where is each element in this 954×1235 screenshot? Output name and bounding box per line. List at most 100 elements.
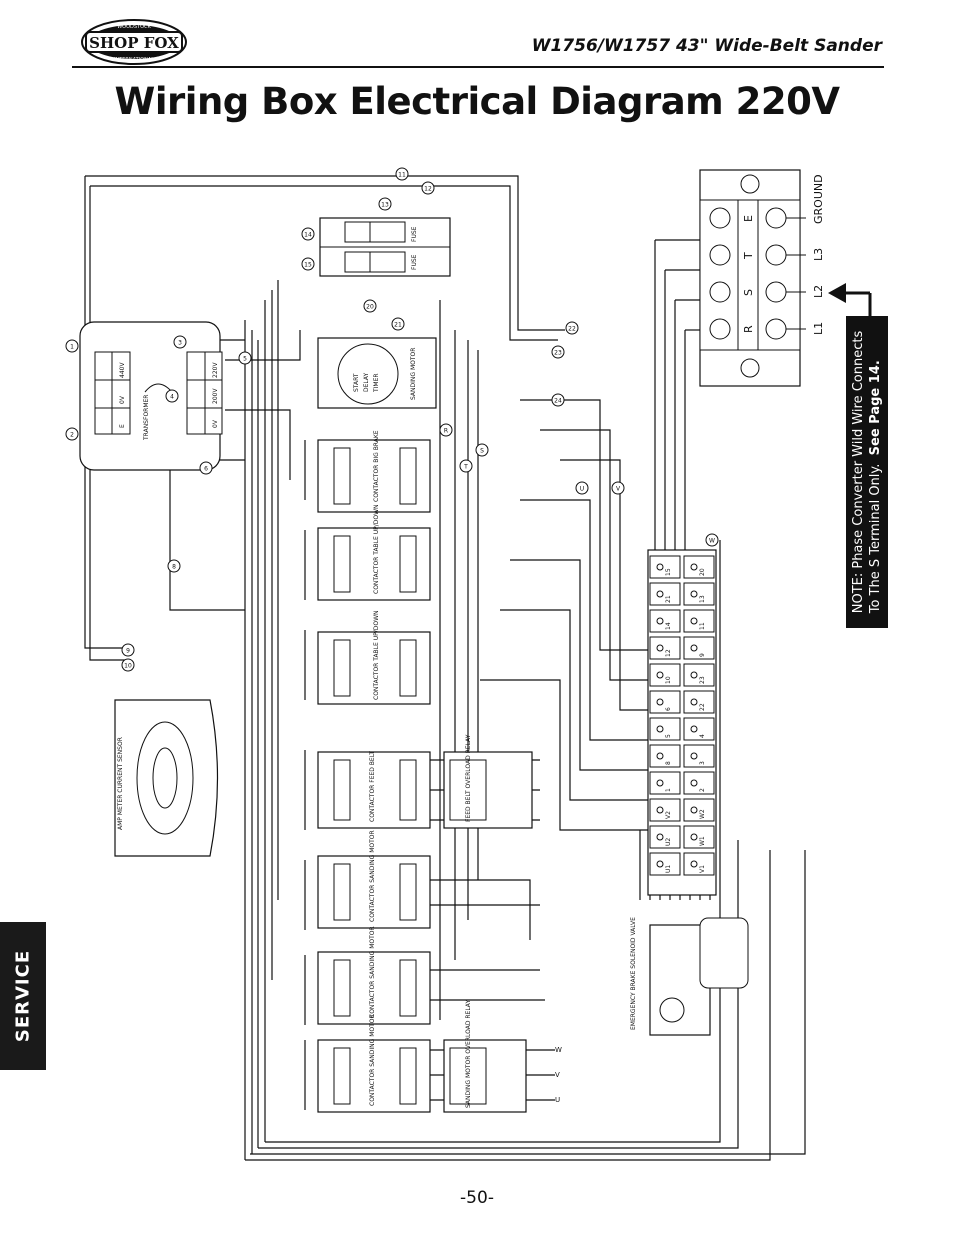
strip-cell	[649, 636, 681, 660]
strip-terminal-label: 22	[699, 703, 706, 711]
strip-cell	[649, 555, 681, 579]
wire-tag-circle	[167, 559, 181, 573]
wire-tag-circle	[391, 317, 405, 331]
strip-screw-icon	[656, 671, 664, 679]
service-tab: SERVICE	[0, 922, 46, 1070]
power-terminal-block	[699, 169, 801, 387]
strip-screw-icon	[656, 779, 664, 787]
strip-screw-icon	[656, 563, 664, 571]
wire-tag-label: S	[480, 448, 484, 455]
wire-tag-label: V	[616, 486, 621, 493]
contactor-label-6: CONTACTOR SANDING MOTOR	[369, 926, 376, 1018]
strip-terminal-label: W1	[699, 836, 706, 846]
strip-screw-icon	[690, 806, 698, 814]
power-screw-right-icon	[765, 207, 787, 229]
wire-tag-circle	[121, 643, 135, 657]
strip-cell	[683, 663, 715, 687]
motor-terminal-w: W	[555, 1046, 562, 1054]
wire-tag-label: 3	[178, 340, 182, 347]
wire-tag-circle	[199, 461, 213, 475]
contactor-sanding-motor-2: CONTACTOR SANDING MOTOR	[317, 926, 431, 1025]
strip-screw-icon	[690, 779, 698, 787]
wire-tag-label: 9	[126, 648, 130, 655]
model-title: W1756/W1757 43" Wide-Belt Sander	[531, 36, 882, 56]
wire-tag-label: 24	[554, 398, 562, 405]
strip-cell	[683, 852, 715, 876]
power-terminal-letter: R	[742, 325, 755, 333]
strip-terminal-label: 10	[665, 676, 672, 684]
wire-tag-circle	[363, 299, 377, 313]
fuse-block: FUSE FUSE	[319, 217, 451, 277]
contactor-label-5: CONTACTOR SANDING MOTOR	[369, 830, 376, 922]
strip-cell	[683, 798, 715, 822]
wire-tag-circle	[611, 481, 625, 495]
feed-belt-overload-relay: FEED BELT OVERLOAD RELAY	[443, 734, 533, 829]
contactor-label-1: CONTACTOR BIG BRAKE	[373, 430, 380, 502]
delay-timer: START DELAY TIMER SANDING MOTOR	[317, 337, 437, 409]
strip-screw-icon	[690, 860, 698, 868]
strip-cell	[683, 555, 715, 579]
shop-fox-logo: SHOP FOX WOODSTOCK INTERNATIONAL	[81, 19, 187, 65]
power-screw-right-icon	[765, 281, 787, 303]
overload-label-1: FEED BELT OVERLOAD RELAY	[465, 734, 472, 822]
overload-label-2: SANDING MOTOR OVERLOAD RELAY	[465, 1000, 472, 1108]
solenoid-label: EMERGENCY BRAKE SOLENOID VALVE	[630, 917, 637, 1030]
strip-screw-icon	[656, 806, 664, 814]
strip-terminal-label: V1	[699, 865, 706, 873]
strip-cell	[683, 609, 715, 633]
sanding-motor-overload-relay: SANDING MOTOR OVERLOAD RELAY	[443, 1000, 527, 1113]
wire-tag-circle	[475, 443, 489, 457]
power-terminal-letter: S	[742, 289, 755, 296]
contactor-label-3: CONTACTOR TABLE UP/DOWN	[373, 610, 380, 700]
fuse-label-2: FUSE	[411, 254, 418, 270]
wire-tag-label: W	[709, 538, 715, 545]
wire-tag-label: 10	[124, 663, 132, 670]
strip-screw-icon	[690, 563, 698, 571]
strip-terminal-label: 12	[665, 649, 672, 657]
strip-terminal-label: 1	[665, 788, 672, 792]
strip-screw-icon	[690, 590, 698, 598]
phase-converter-note: NOTE: Phase Converter Wild Wire Connects…	[846, 316, 888, 628]
strip-terminal-label: 23	[699, 676, 706, 684]
motor-terminal-v: V	[555, 1071, 560, 1079]
strip-terminal-label: 20	[699, 568, 706, 576]
strip-terminal-label: U2	[665, 838, 672, 846]
wire-tag-label: 12	[424, 186, 432, 193]
strip-terminal-label: 6	[665, 707, 672, 711]
strip-terminal-label: 5	[665, 734, 672, 738]
fuse-label-1: FUSE	[411, 226, 418, 242]
wire-tag-label: 2	[70, 432, 74, 439]
timer-timer: TIMER	[373, 373, 380, 393]
strip-cell	[649, 771, 681, 795]
strip-cell	[649, 852, 681, 876]
timer-start: START	[353, 373, 360, 392]
wire-tag-label: 15	[304, 262, 312, 269]
transformer-440v: 440V	[119, 362, 126, 378]
strip-cell	[683, 717, 715, 741]
strip-terminal-label: W2	[699, 809, 706, 819]
strip-terminal-label: 9	[699, 653, 706, 657]
contactor-sanding-motor-3: CONTACTOR SANDING MOTOR	[317, 1014, 431, 1113]
contactor-label-4: CONTACTOR FEED BELT	[369, 751, 376, 822]
strip-cell	[649, 825, 681, 849]
wire-tag-circle	[301, 227, 315, 241]
wire-tag-circle	[439, 423, 453, 437]
strip-screw-icon	[690, 698, 698, 706]
service-tab-label: SERVICE	[12, 949, 34, 1043]
transformer-label: TRANSFORMER	[143, 395, 150, 441]
strip-screw-icon	[690, 725, 698, 733]
strip-screw-icon	[690, 644, 698, 652]
wire-tag-label: 23	[554, 350, 562, 357]
wire-tag-label: 8	[172, 564, 176, 571]
wire-tag-label: 11	[398, 172, 406, 179]
strip-terminal-label: 14	[665, 622, 672, 630]
wire-tag-circle	[301, 257, 315, 271]
strip-cell	[683, 636, 715, 660]
power-screw-left-icon	[709, 207, 731, 229]
wire-tag-label: 21	[394, 322, 402, 329]
note-see-page: See Page 14.	[868, 360, 883, 456]
logo-ring-bottom: INTERNATIONAL	[114, 57, 154, 63]
transformer-right-0v: 0V	[212, 419, 219, 428]
power-line-label: L1	[812, 322, 825, 335]
